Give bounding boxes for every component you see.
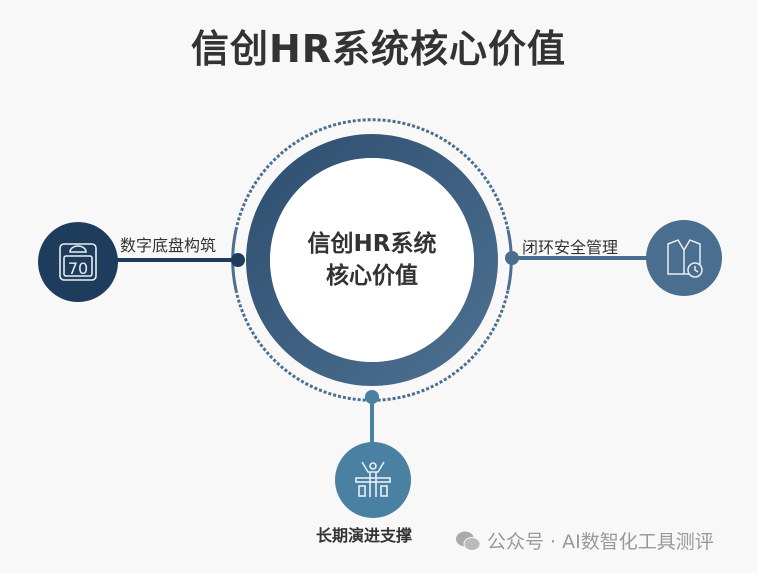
watermark: 公众号 · AI数智化工具测评 — [455, 527, 714, 554]
connector-bottom — [335, 390, 411, 518]
center-label-line2: 核心价值 — [326, 263, 418, 289]
scale-icon: 70 — [59, 243, 97, 281]
svg-text:70: 70 — [68, 259, 88, 278]
person-bridge-icon — [355, 461, 391, 497]
node-label-security: 闭环安全管理 — [522, 238, 619, 257]
watermark-text: 公众号 · AI数智化工具测评 — [487, 531, 714, 553]
center-label-line1: 信创HR系统 — [307, 231, 437, 257]
connector-right — [505, 220, 722, 296]
center-ring — [246, 134, 498, 386]
connector-left — [38, 222, 245, 302]
suit-clock-icon — [667, 239, 703, 278]
wechat-icon — [456, 531, 481, 551]
node-label-evolution: 长期演进支撑 — [316, 526, 413, 545]
center-disc — [270, 158, 474, 362]
node-label-digital-base: 数字底盘构筑 — [120, 236, 217, 255]
center-label: 信创HR系统 核心价值 — [292, 228, 452, 292]
page-title: 信创HR系统核心价值 — [190, 27, 567, 71]
